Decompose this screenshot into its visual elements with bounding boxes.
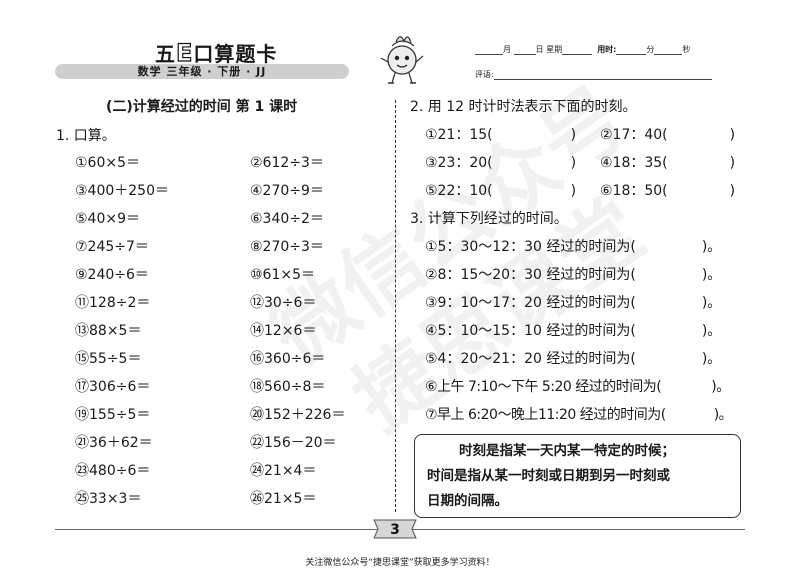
calc-item: ⑧270÷3＝ — [250, 239, 324, 255]
calc-item: ①60×5＝ — [75, 155, 141, 171]
time-used-label: 用时: — [597, 45, 617, 54]
calc-item: ⑩61×5＝ — [250, 267, 316, 283]
page-number-badge: 3 — [373, 519, 417, 539]
calc-item: ⑭12×6＝ — [250, 323, 317, 339]
calc-item: ⑨240÷6＝ — [75, 267, 149, 283]
calc-item: ⑦245÷7＝ — [75, 239, 149, 255]
calc-item: ㉒156－20＝ — [250, 435, 337, 451]
duration-item: ⑦早上 6:20～晚上11:20 经过的时间为()。 — [425, 407, 733, 423]
section-1-heading: 1. 口算。 — [56, 128, 116, 144]
brand-title: 五E口算题卡 — [155, 38, 277, 67]
calc-item: ㉓480÷6＝ — [75, 463, 151, 479]
calc-item: ④270÷9＝ — [250, 183, 324, 199]
calc-item: ⑱560÷8＝ — [250, 379, 326, 395]
time-item: ④18：35() — [600, 155, 736, 171]
definition-note-box: 时刻是指某一天内某一特定的时候； 时间是指从某一时刻或日期到另一时刻或 日期的间… — [414, 434, 741, 518]
minutes-label: 分 — [646, 45, 655, 54]
weekday-label: 星期 — [546, 45, 563, 54]
seconds-label: 秒 — [682, 45, 691, 54]
minutes-blank[interactable] — [616, 54, 647, 55]
note-line: 日期的间隔。 — [427, 493, 508, 509]
brand-e: E — [175, 38, 194, 67]
calc-item: ㉑36＋62＝ — [75, 435, 153, 451]
column-divider — [395, 100, 396, 512]
footer-text: 关注微信公众号“捷思课堂”获取更多学习资料！ — [305, 558, 495, 568]
calc-item: ⑤40×9＝ — [75, 211, 141, 227]
time-item: ②17：40() — [600, 127, 736, 143]
section-3-heading: 3. 计算下列经过的时间。 — [410, 211, 568, 227]
day-label: 日 — [535, 45, 544, 54]
page-number: 3 — [390, 522, 400, 538]
subject-grade-bar: 数学 三年级 · 下册 · JJ — [55, 64, 349, 79]
seconds-blank[interactable] — [654, 54, 683, 55]
mascot-icon — [380, 36, 424, 84]
calc-item: ㉖21×5＝ — [250, 491, 317, 507]
calc-item: ②612÷3＝ — [250, 155, 324, 171]
duration-item: ⑤4：20～21：20 经过的时间为()。 — [425, 351, 722, 367]
time-item: ①21：15() — [425, 127, 577, 143]
duration-item: ①5：30～12：30 经过的时间为()。 — [425, 239, 722, 255]
calc-item: ⑪128÷2＝ — [75, 295, 151, 311]
date-time-fields: 月 日 星期 用时: 分 秒 — [475, 44, 690, 55]
calc-item: ⑥340÷2＝ — [250, 211, 324, 227]
time-item: ③23：20() — [425, 155, 577, 171]
duration-item: ③9：10～17：20 经过的时间为()。 — [425, 295, 722, 311]
note-line: 时刻是指某一天内某一特定的时候； — [459, 443, 675, 459]
calc-item: ㉕33×3＝ — [75, 491, 142, 507]
calc-item: ⑬88×5＝ — [75, 323, 142, 339]
comment-blank[interactable] — [493, 79, 712, 80]
calc-item: ⑯360÷6＝ — [250, 351, 326, 367]
duration-item: ②8：15～20：30 经过的时间为()。 — [425, 267, 722, 283]
comment-label: 评语: — [475, 70, 494, 79]
calc-item: ㉔21×4＝ — [250, 463, 317, 479]
calc-item: ⑰306÷6＝ — [75, 379, 151, 395]
calc-item: ⑳152＋226＝ — [250, 407, 346, 423]
time-item: ⑥18：50() — [600, 183, 736, 199]
duration-item: ④5：10～15：10 经过的时间为()。 — [425, 323, 722, 339]
weekday-blank[interactable] — [562, 54, 593, 55]
calc-item: ⑲155÷5＝ — [75, 407, 151, 423]
note-line: 时间是指从某一时刻或日期到另一时刻或 — [427, 468, 670, 484]
calc-item: ③400＋250＝ — [75, 183, 169, 199]
month-blank[interactable] — [475, 54, 503, 55]
comment-field: 评语: — [475, 69, 712, 80]
duration-item: ⑥上午 7:10～下午 5:20 经过的时间为()。 — [425, 379, 730, 395]
calc-item: ⑫30÷6＝ — [250, 295, 317, 311]
calc-item: ⑮55÷5＝ — [75, 351, 142, 367]
time-item: ⑤22：10() — [425, 183, 577, 199]
day-blank[interactable] — [513, 54, 536, 55]
section-2-heading: 2. 用 12 时计时法表示下面的时刻。 — [410, 99, 637, 115]
lesson-title: (二)计算经过的时间 第 1 课时 — [106, 99, 298, 115]
brand-prefix: 五 — [155, 42, 176, 66]
month-label: 月 — [503, 45, 511, 54]
brand-suffix: 口算题卡 — [193, 42, 278, 66]
